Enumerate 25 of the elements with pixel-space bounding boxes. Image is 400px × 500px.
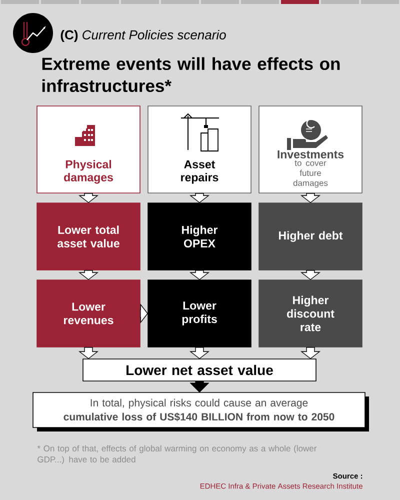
effect-box: Lower total asset value	[36, 202, 140, 270]
title: Extreme events will have effects on infrastructures*	[42, 57, 340, 92]
block-arrow	[300, 193, 321, 204]
block-arrow	[300, 347, 321, 360]
block-arrow	[190, 381, 210, 393]
summary-box: In total, physical risks could cause an average cumulative loss of US$140 BILLION from now to 2050	[32, 392, 366, 428]
cause-box: Physical damages	[36, 106, 140, 194]
effect-box: Higher discount rate	[258, 280, 362, 348]
block-arrow	[300, 270, 321, 280]
block-arrow	[140, 303, 148, 324]
block-arrow	[78, 270, 99, 280]
effect-box: Higher debt	[258, 202, 362, 270]
subtitle: (C) Current Policies scenario	[60, 30, 226, 42]
footnote: * On top of that, effects of global warming on economy as a whole (lower GDP...) have to be added	[37, 445, 317, 464]
cause-box: Investments to cover future damages	[258, 106, 362, 194]
block-arrow	[78, 347, 99, 360]
effect-box: Lower profits	[148, 280, 252, 348]
result-box: Lower net asset value	[82, 358, 316, 382]
effect-box: Higher OPEX	[148, 202, 252, 270]
block-arrow	[189, 193, 210, 204]
cause-box: Asset repairs	[148, 106, 252, 194]
effect-box: Lower revenues	[36, 280, 140, 348]
block-arrow	[78, 193, 99, 204]
block-arrow	[189, 347, 210, 360]
block-arrow	[189, 270, 210, 280]
